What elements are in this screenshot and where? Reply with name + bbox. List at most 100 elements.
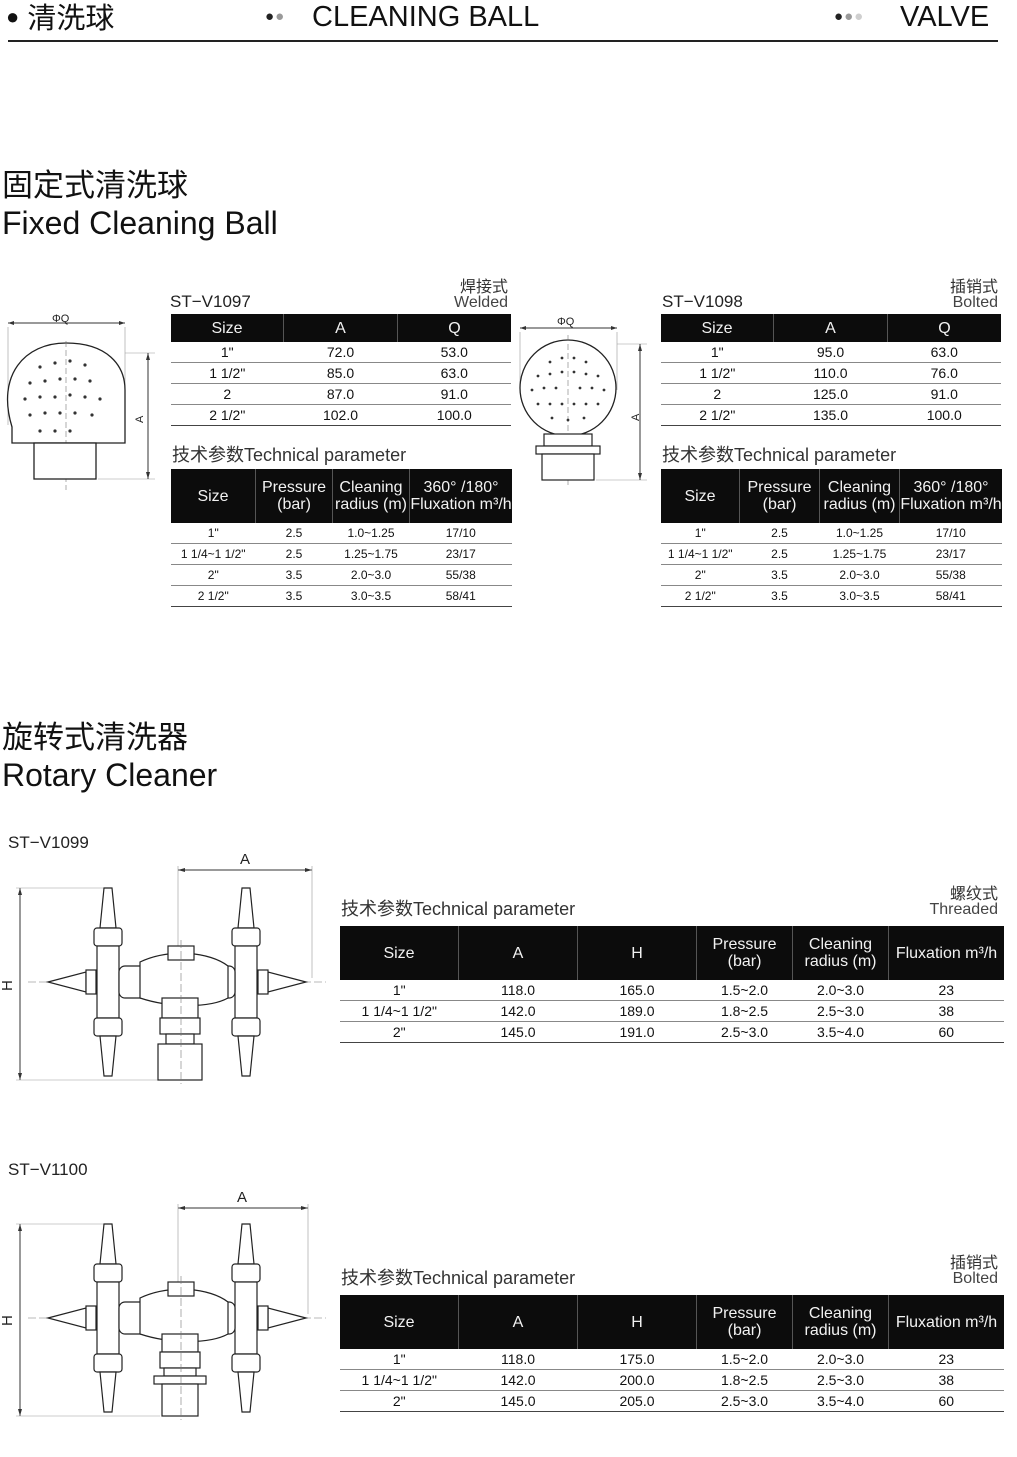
tech-param-title-v1097: 技术参数Technical parameter <box>172 445 407 465</box>
cell: 60 <box>888 1390 1004 1412</box>
cell: 85.0 <box>283 362 398 384</box>
cleaning-ball-welded-drawing: ΦQ A <box>6 313 155 490</box>
cell: 1" <box>661 523 740 544</box>
cell: 2.5~3.0 <box>696 1021 793 1043</box>
cell: 2 1/2" <box>661 585 740 607</box>
cell: 142.0 <box>458 1369 578 1391</box>
type-cn-v1100: 插销式 <box>949 1255 998 1272</box>
cell: 3.5 <box>739 564 820 586</box>
col-header: 360° /180° Fluxation m³/h <box>409 469 512 523</box>
header-left-title: 清洗球 <box>27 3 115 35</box>
cell: 60 <box>888 1021 1004 1043</box>
cell: 2.5 <box>255 523 333 544</box>
cell: 3.5 <box>255 564 333 586</box>
cell: 55/38 <box>409 564 512 586</box>
col-header: Fluxation m³/h <box>888 926 1004 980</box>
cell: 1.0~1.25 <box>332 523 410 544</box>
col-header: Q <box>887 314 1001 342</box>
cell: 63.0 <box>397 362 511 384</box>
q-dimension-label: ΦQ <box>52 313 70 325</box>
cell: 91.0 <box>887 383 1001 405</box>
cell: 100.0 <box>887 404 1001 426</box>
cell: 135.0 <box>773 404 888 426</box>
cell: 58/41 <box>899 585 1002 607</box>
dimension-table-v1097: Size A Q 1" 72.0 53.0 1 1/2" 85.0 63.0 2… <box>171 314 511 426</box>
a-dimension-label: A <box>630 413 642 421</box>
cell: 1.25~1.75 <box>332 543 410 565</box>
section2-title-cn: 旋转式清洗器 <box>2 720 188 755</box>
header-right-title: VALVE <box>900 1 990 33</box>
col-header: H <box>577 1295 697 1349</box>
type-en-v1098: Bolted <box>952 294 998 311</box>
cell: 17/10 <box>899 523 1002 544</box>
cell: 1" <box>340 980 459 1001</box>
table-row: 1" 95.0 63.0 <box>661 342 1001 363</box>
table-row: 1 1/4~1 1/2" 2.5 1.25~1.75 23/17 <box>661 543 1002 565</box>
col-header: Cleaning radius (m) <box>819 469 900 523</box>
dots-icon: ●● <box>265 8 286 25</box>
col-header: Pressure (bar) <box>255 469 333 523</box>
cell: 1.5~2.0 <box>696 1349 793 1370</box>
cell: 118.0 <box>458 1349 578 1370</box>
cell: 76.0 <box>887 362 1001 384</box>
cell: 1 1/4~1 1/2" <box>171 543 256 565</box>
h-dimension-label: H <box>0 1315 16 1326</box>
table-row: 1 1/4~1 1/2" 142.0 189.0 1.8~2.5 2.5~3.0… <box>340 1000 1004 1022</box>
type-en-v1099: Threaded <box>929 901 999 918</box>
a-dimension-label: A <box>134 415 146 423</box>
type-cn-v1097: 焊接式 <box>459 279 508 296</box>
cell: 1" <box>661 342 774 363</box>
table-row: 2 1/2" 3.5 3.0~3.5 58/41 <box>661 585 1002 607</box>
cell: 1.8~2.5 <box>696 1369 793 1391</box>
table-row: 1 1/2" 85.0 63.0 <box>171 362 511 384</box>
table-row: 1 1/2" 110.0 76.0 <box>661 362 1001 384</box>
cell: 100.0 <box>397 404 511 426</box>
table-row: 2" 3.5 2.0~3.0 55/38 <box>171 564 512 586</box>
dots-icon: ●●● <box>834 8 865 25</box>
col-header: Cleaning radius (m) <box>792 1295 889 1349</box>
cell: 2" <box>340 1021 459 1043</box>
col-header: Fluxation m³/h <box>888 1295 1004 1349</box>
cell: 1.0~1.25 <box>819 523 900 544</box>
cell: 17/10 <box>409 523 512 544</box>
cell: 1 1/2" <box>661 362 774 384</box>
cell: 175.0 <box>577 1349 697 1370</box>
col-header: Cleaning radius (m) <box>792 926 889 980</box>
dimension-table-v1098: Size A Q 1" 95.0 63.0 1 1/2" 110.0 76.0 … <box>661 314 1001 426</box>
section1-title-en: Fixed Cleaning Ball <box>2 205 278 241</box>
cell: 189.0 <box>577 1000 697 1022</box>
cell: 2.0~3.0 <box>792 1349 889 1370</box>
cell: 1 1/4~1 1/2" <box>340 1000 459 1022</box>
col-header: Size <box>171 469 256 523</box>
cell: 1.25~1.75 <box>819 543 900 565</box>
table-row: 2 1/2" 102.0 100.0 <box>171 404 511 426</box>
cell: 2.5 <box>739 523 820 544</box>
cell: 38 <box>888 1000 1004 1022</box>
cell: 3.5~4.0 <box>792 1021 889 1043</box>
cell: 1.8~2.5 <box>696 1000 793 1022</box>
type-cn-v1098: 插销式 <box>949 279 998 296</box>
cell: 2 1/2" <box>661 404 774 426</box>
col-header: Pressure (bar) <box>739 469 820 523</box>
type-en-v1097: Welded <box>454 294 508 311</box>
col-header: Size <box>171 314 284 342</box>
table-row: 2 1/2" 3.5 3.0~3.5 58/41 <box>171 585 512 607</box>
cell: 2.5~3.0 <box>792 1369 889 1391</box>
cell: 2.0~3.0 <box>819 564 900 586</box>
cell: 200.0 <box>577 1369 697 1391</box>
col-header: Pressure (bar) <box>696 926 793 980</box>
cell: 63.0 <box>887 342 1001 363</box>
cell: 1" <box>171 523 256 544</box>
col-header: A <box>458 1295 578 1349</box>
cell: 87.0 <box>283 383 398 405</box>
cell: 3.0~3.5 <box>819 585 900 607</box>
cell: 3.5 <box>739 585 820 607</box>
cleaning-ball-bolted-drawing: ΦQ A <box>519 316 647 488</box>
cell: 2 1/2" <box>171 585 256 607</box>
cell: 1 1/4~1 1/2" <box>661 543 740 565</box>
cell: 142.0 <box>458 1000 578 1022</box>
model-v1098: ST−V1098 <box>662 292 743 311</box>
cell: 23 <box>888 980 1004 1001</box>
table-row: 2 125.0 91.0 <box>661 383 1001 405</box>
cell: 1.5~2.0 <box>696 980 793 1001</box>
